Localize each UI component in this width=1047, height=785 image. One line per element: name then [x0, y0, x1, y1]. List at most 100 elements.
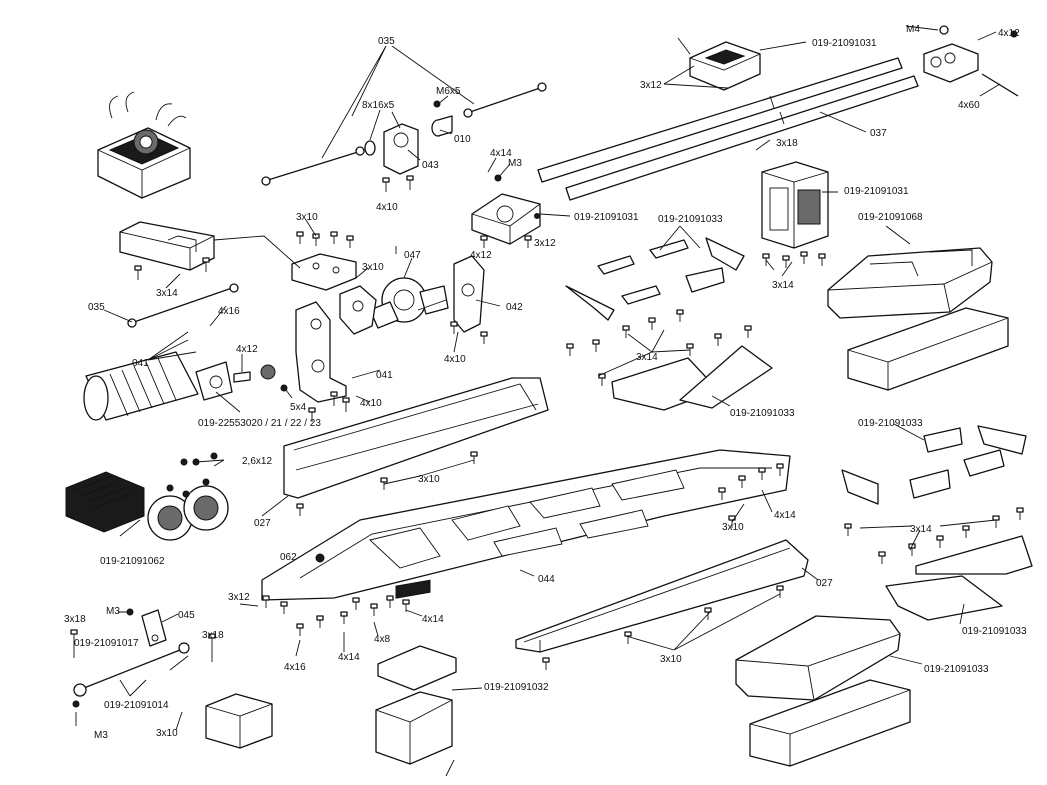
label-019-21091031-c: 019-21091031: [844, 186, 909, 197]
label-3x10-b: 3x10: [362, 262, 384, 273]
bearing-block-043: [364, 100, 453, 175]
driveshaft-top-right: [463, 82, 547, 118]
side-pod-block-upper: [847, 307, 1009, 391]
screws-4x10-a: [382, 175, 414, 192]
label-4x10-b: 4x10: [444, 354, 466, 365]
receiver-box-cover: [119, 221, 215, 271]
label-m6x5: M6x5: [436, 86, 461, 97]
label-019-21091014: 019-21091014: [104, 700, 169, 711]
label-4x14-d: 4x14: [338, 652, 360, 663]
label-019-21091017: 019-21091017: [74, 638, 139, 649]
label-044: 044: [538, 574, 555, 585]
label-019-21091031-b: 019-21091031: [812, 38, 877, 49]
label-3x12-b: 3x12: [640, 80, 662, 91]
heatsink: [65, 471, 145, 533]
side-pod-block-lower: [749, 679, 911, 767]
label-4x10-c: 4x10: [360, 398, 382, 409]
label-019-21091031-a: 019-21091031: [574, 212, 639, 223]
driveshaft-top-left: [261, 146, 365, 186]
label-019-21091062: 019-21091062: [100, 556, 165, 567]
label-4x12-c: 4x12: [998, 28, 1020, 39]
spacers-upper: [565, 237, 745, 321]
label-027-a: 027: [254, 518, 271, 529]
fan-screws-2-6x12: [166, 452, 218, 498]
label-3x14-b: 3x14: [772, 280, 794, 291]
servo-horn: [141, 609, 167, 647]
rods-037: [537, 57, 919, 201]
label-4x60: 4x60: [958, 100, 980, 111]
label-3x12-a: 3x12: [534, 238, 556, 249]
label-019-21091068: 019-21091068: [858, 212, 923, 223]
diff-mount-042: [453, 255, 485, 333]
label-4x14-c: 4x14: [422, 614, 444, 625]
label-2-6x12: 2,6x12: [242, 456, 272, 467]
label-3x10-a: 3x10: [296, 212, 318, 223]
label-045: 045: [178, 610, 195, 621]
label-4x16-a: 4x16: [218, 306, 240, 317]
upper-mount-left: [689, 41, 761, 91]
label-042: 042: [506, 302, 523, 313]
label-5x4: 5x4: [290, 402, 307, 413]
label-019-21091032: 019-21091032: [484, 682, 549, 693]
chassis-plate-044: [261, 449, 791, 601]
label-019-22553020: 019-22553020 / 21 / 22 / 23: [198, 418, 321, 429]
rear-bulkhead: [761, 161, 829, 249]
leader-lines: [75, 25, 1001, 777]
steering-link: [73, 642, 190, 697]
label-4x16-b: 4x16: [284, 662, 306, 673]
label-3x14-a: 3x14: [156, 288, 178, 299]
label-4x12-b: 4x12: [236, 344, 258, 355]
side-pod-upper: [827, 247, 993, 319]
esc-speed-controller: [97, 91, 191, 199]
servo-box: [375, 579, 457, 765]
plates-lower: [885, 535, 1033, 621]
cooling-fans: [147, 485, 229, 541]
motor-mount-plate: [295, 301, 347, 403]
label-041-a: 041: [132, 358, 149, 369]
label-019-21091033-c: 019-21091033: [858, 418, 923, 429]
label-035-top: 035: [378, 36, 395, 47]
diff-mount-front: [471, 174, 541, 245]
side-guard-upper: [283, 377, 549, 499]
label-041-b: 041: [376, 370, 393, 381]
label-4x8: 4x8: [374, 634, 391, 645]
label-037: 037: [870, 128, 887, 139]
label-3x10-e: 3x10: [660, 654, 682, 665]
label-3x18-b: 3x18: [64, 614, 86, 625]
plates-upper: [611, 345, 773, 411]
label-3x10-c: 3x10: [418, 474, 440, 485]
label-m4: M4: [906, 24, 920, 35]
label-3x14-d: 3x14: [910, 524, 932, 535]
spacers-lower: [841, 425, 1027, 505]
label-3x10-d: 3x10: [722, 522, 744, 533]
label-8x16x5: 8x16x5: [362, 100, 395, 111]
label-3x12-c: 3x12: [228, 592, 250, 603]
label-3x18-c: 3x18: [202, 630, 224, 641]
servo: [205, 693, 273, 749]
centre-diff-047: [369, 277, 449, 329]
misc-screws: [70, 30, 1024, 708]
label-062: 062: [280, 552, 297, 563]
label-4x14-a: 4x14: [490, 148, 512, 159]
label-019-21091033-a: 019-21091033: [658, 214, 723, 225]
part-labels: 035 8x16x5 M6x5 010 043 4x10 4x14 M3 019…: [64, 24, 1027, 741]
label-019-21091033-d: 019-21091033: [962, 626, 1027, 637]
label-m3-c: M3: [94, 730, 108, 741]
label-3x10-f: 3x10: [156, 728, 178, 739]
label-4x10-a: 4x10: [376, 202, 398, 213]
brace-arm: [339, 285, 377, 335]
label-3x14-c: 3x14: [636, 352, 658, 363]
label-4x12-a: 4x12: [470, 250, 492, 261]
label-019-21091033-e: 019-21091033: [924, 664, 989, 675]
label-027-b: 027: [816, 578, 833, 589]
label-047: 047: [404, 250, 421, 261]
upper-mount-right: [923, 25, 1019, 97]
brushless-motor: [83, 351, 276, 421]
label-043: 043: [422, 160, 439, 171]
side-pod-lower: [735, 615, 901, 701]
label-019-21091033-b: 019-21091033: [730, 408, 795, 419]
label-4x14-b: 4x14: [774, 510, 796, 521]
label-010: 010: [454, 134, 471, 145]
label-035-left: 035: [88, 302, 105, 313]
